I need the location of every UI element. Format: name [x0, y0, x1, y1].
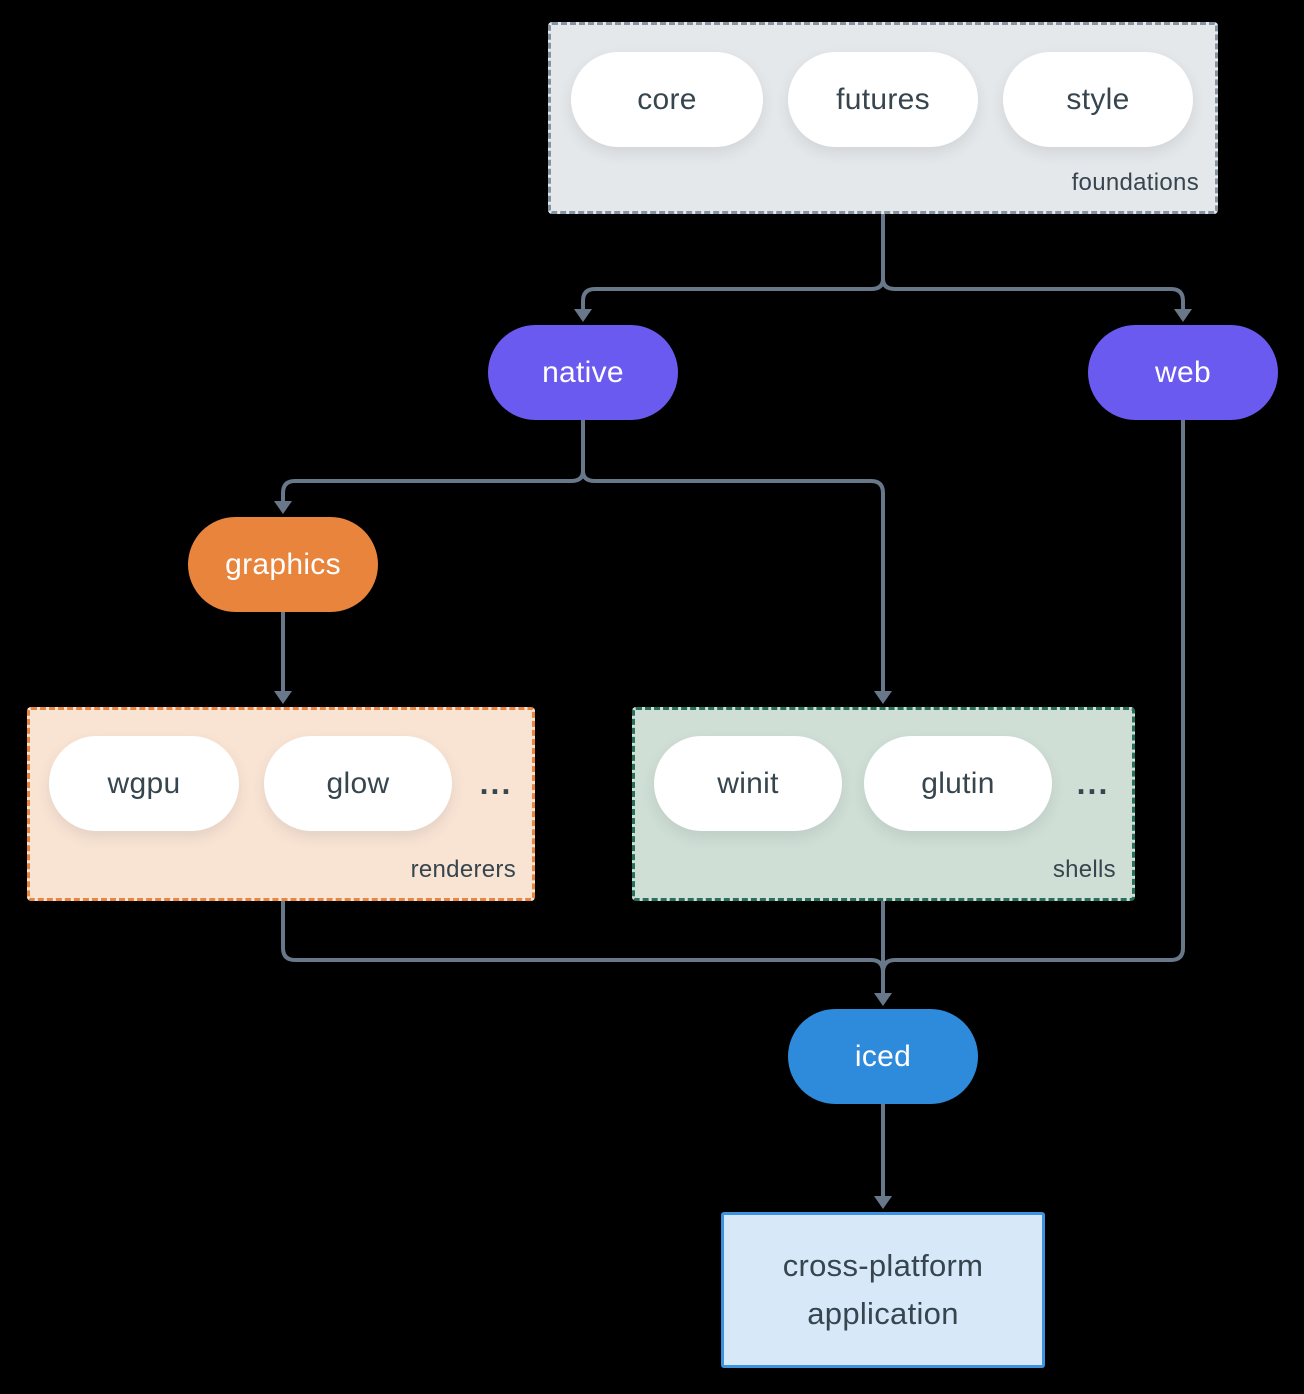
shells-ellipsis: ... — [1076, 765, 1110, 801]
pill-style: style — [1003, 52, 1193, 147]
node-native-label: native — [542, 355, 624, 389]
arrowhead-iced — [874, 993, 892, 1006]
arrowhead-shells — [874, 691, 892, 704]
pill-glutin: glutin — [864, 736, 1052, 831]
renderers-ellipsis: ... — [479, 765, 513, 801]
arrow-native-to-graphics — [281, 470, 585, 501]
shells-group: winit glutin ... shells — [632, 707, 1135, 901]
arrow-native-to-shells — [581, 470, 885, 691]
node-iced-label: iced — [854, 1039, 912, 1073]
pill-core-label: core — [637, 82, 697, 116]
pill-core: core — [571, 52, 763, 147]
application-label-line2: application — [807, 1296, 959, 1331]
node-graphics-label: graphics — [225, 547, 341, 581]
pill-wgpu: wgpu — [49, 736, 239, 831]
arrowhead-native — [574, 309, 592, 322]
node-iced: iced — [788, 1009, 978, 1104]
arrow-foundations-to-native — [581, 278, 885, 309]
pill-winit-label: winit — [717, 766, 779, 800]
arrow-foundations-to-web — [881, 278, 1185, 309]
node-web: web — [1088, 325, 1278, 420]
arrowhead-renderers — [274, 691, 292, 704]
shells-group-label: shells — [1052, 856, 1116, 883]
node-web-label: web — [1155, 355, 1211, 389]
foundations-group: core futures style foundations — [548, 22, 1218, 214]
pill-wgpu-label: wgpu — [107, 766, 181, 800]
pill-glow: glow — [264, 736, 452, 831]
application-label-line1: cross-platform — [782, 1248, 984, 1283]
renderers-group-label: renderers — [410, 856, 516, 883]
pill-style-label: style — [1066, 82, 1130, 116]
arrowhead-application — [874, 1196, 892, 1209]
foundations-group-label: foundations — [1071, 169, 1199, 196]
node-native: native — [488, 325, 678, 420]
pill-futures-label: futures — [836, 82, 930, 116]
application-box: cross-platform application — [721, 1212, 1045, 1368]
pill-glow-label: glow — [326, 766, 390, 800]
node-graphics: graphics — [188, 517, 378, 612]
pill-winit: winit — [654, 736, 842, 831]
pill-glutin-label: glutin — [921, 766, 995, 800]
pill-futures: futures — [788, 52, 978, 147]
renderers-group: wgpu glow ... renderers — [27, 707, 535, 901]
arrow-renderers-to-iced — [281, 901, 885, 973]
arrowhead-web — [1174, 309, 1192, 322]
arrowhead-graphics — [274, 501, 292, 514]
